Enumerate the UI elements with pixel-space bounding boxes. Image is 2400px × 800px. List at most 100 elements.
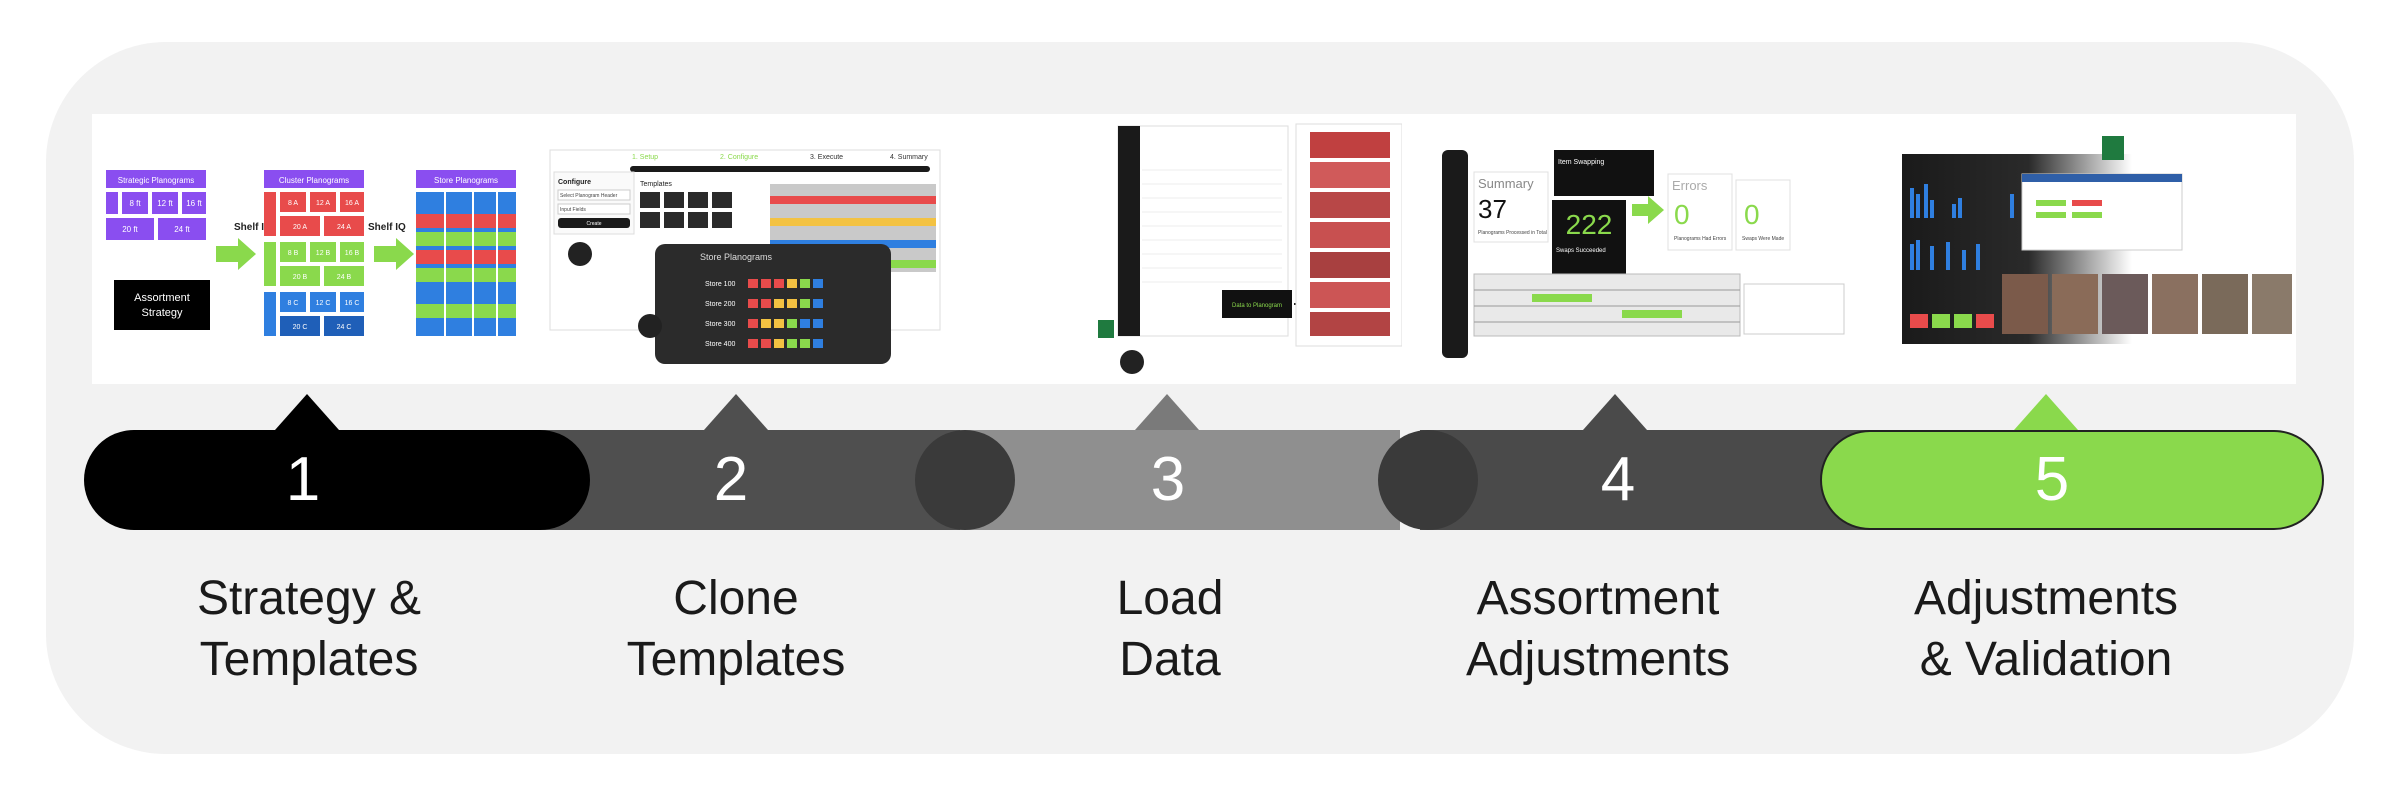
step-4-number: 4 — [1600, 445, 1636, 514]
svg-text:8 ft: 8 ft — [129, 199, 141, 208]
store-planograms-panel — [655, 244, 891, 364]
details-table — [1743, 283, 1845, 335]
step-2-number: 2 — [713, 445, 749, 514]
validation-screenshot — [1902, 136, 2292, 344]
pointer-step-5 — [2014, 394, 2078, 430]
svg-text:24 A: 24 A — [337, 224, 351, 231]
svg-text:222: 222 — [1566, 209, 1613, 240]
strategy-diagram: Strategic Planograms 8 ft 12 ft 16 ft 20… — [106, 170, 516, 336]
data-to-planogram-box — [1222, 290, 1292, 318]
excel-icon — [2102, 136, 2124, 160]
svg-text:8 A: 8 A — [288, 200, 298, 207]
svg-text:16 C: 16 C — [345, 300, 360, 307]
svg-text:1. Setup: 1. Setup — [632, 154, 658, 161]
shelf-iq-logo-icon — [1120, 350, 1144, 374]
thumbnail-clone-templates: 1. Setup 2. Configure 3. Execute 4. Summ… — [540, 114, 950, 384]
svg-text:16 A: 16 A — [345, 200, 359, 207]
svg-text:20 B: 20 B — [293, 274, 308, 281]
step-3-cap — [915, 430, 1015, 530]
svg-text:Store 300: Store 300 — [705, 321, 735, 328]
svg-text:Store Planograms: Store Planograms — [700, 252, 773, 262]
svg-text:Swaps Were Made: Swaps Were Made — [1742, 236, 1784, 242]
clone-wizard-screenshot: 1. Setup 2. Configure 3. Execute 4. Summ… — [549, 149, 941, 364]
arrow-right-icon — [216, 238, 256, 270]
svg-text:16 ft: 16 ft — [186, 199, 202, 208]
svg-text:24 B: 24 B — [337, 274, 352, 281]
svg-text:8 B: 8 B — [288, 250, 299, 257]
svg-text:20 ft: 20 ft — [122, 225, 138, 234]
strategy-label: Strategy — [142, 307, 183, 319]
thumbnail-assortment-adjustments: Summary 37 Planograms Processed in Total… — [1422, 114, 1892, 384]
svg-text:24 ft: 24 ft — [174, 225, 190, 234]
svg-text:Store 200: Store 200 — [705, 301, 735, 308]
assortment-screenshot: Summary 37 Planograms Processed in Total… — [1442, 150, 1845, 358]
store-grid — [416, 192, 516, 336]
step-1-pill — [84, 430, 590, 530]
svg-text:Store 100: Store 100 — [705, 281, 735, 288]
pointer-step-2 — [704, 394, 768, 430]
svg-text:Configure: Configure — [558, 179, 591, 186]
arrow-right-icon — [374, 238, 414, 270]
thumbnail-strategy-templates: Strategic Planograms 8 ft 12 ft 16 ft 20… — [92, 114, 522, 384]
step-1-number: 1 — [285, 445, 321, 514]
step-5-label: Adjustments& Validation — [1913, 572, 2179, 686]
wizard-progress — [630, 166, 930, 172]
svg-text:Store 400: Store 400 — [705, 341, 735, 348]
svg-text:Summary: Summary — [1478, 176, 1534, 191]
spreadsheet-grid — [1142, 169, 1282, 283]
svg-text:12 C: 12 C — [316, 300, 331, 307]
step-3-band — [960, 430, 1400, 530]
load-data-screenshot: Data to Planogram — [1098, 123, 1402, 374]
svg-text:24 C: 24 C — [337, 324, 352, 331]
planogram-thumbnails — [2002, 274, 2292, 334]
svg-text:Input Fields: Input Fields — [560, 207, 586, 213]
cluster-title: Cluster Planograms — [279, 176, 349, 185]
svg-text:20 C: 20 C — [293, 324, 308, 331]
app-sidebar — [1442, 150, 1468, 358]
svg-text:4. Summary: 4. Summary — [890, 154, 928, 161]
svg-text:Planograms Processed in Total: Planograms Processed in Total — [1478, 230, 1547, 236]
pointer-step-1 — [275, 394, 339, 430]
svg-text:12 B: 12 B — [316, 250, 331, 257]
assortment-label: Assortment — [134, 292, 190, 304]
screenshot-strip: Strategic Planograms 8 ft 12 ft 16 ft 20… — [92, 114, 2296, 384]
store-title: Store Planograms — [434, 176, 498, 185]
step-5-pill — [1820, 430, 2324, 530]
store-color-blocks — [748, 279, 823, 348]
svg-text:37: 37 — [1478, 194, 1507, 224]
step-3-number: 3 — [1150, 445, 1186, 514]
svg-text:Swaps Succeeded: Swaps Succeeded — [1556, 248, 1606, 254]
excel-icon — [1098, 320, 1114, 338]
app-sidebar — [1118, 126, 1140, 336]
svg-text:0: 0 — [1674, 199, 1690, 230]
step-1-label: Strategy &Templates — [196, 572, 422, 686]
svg-text:Select Planogram Header: Select Planogram Header — [560, 193, 618, 199]
svg-text:20 A: 20 A — [293, 224, 307, 231]
svg-text:16 B: 16 B — [345, 250, 360, 257]
shelf-iq-label: Shelf IQ — [234, 222, 272, 233]
planogram-shelves — [1473, 273, 1741, 337]
pointer-step-4 — [1583, 394, 1647, 430]
svg-text:Create: Create — [586, 221, 601, 227]
pointer-step-3 — [1135, 394, 1199, 430]
step-4-cap — [1378, 430, 1478, 530]
svg-text:3. Execute: 3. Execute — [810, 154, 843, 161]
planogram-image — [1310, 132, 1390, 336]
svg-text:12 ft: 12 ft — [157, 199, 173, 208]
svg-text:12 A: 12 A — [316, 200, 330, 207]
thumbnail-adjustments-validation — [1902, 114, 2296, 384]
svg-text:Shelf IQ: Shelf IQ — [368, 222, 406, 233]
kpi-tiles — [1910, 314, 1994, 328]
strategic-title: Strategic Planograms — [118, 176, 194, 185]
svg-text:Data to Planogram: Data to Planogram — [1232, 303, 1282, 309]
svg-text:Planograms Had Errors: Planograms Had Errors — [1674, 236, 1727, 242]
arrow-right-icon — [1632, 196, 1664, 224]
shelf-iq-logo-icon — [638, 314, 662, 338]
svg-text:2. Configure: 2. Configure — [720, 154, 758, 161]
svg-text:0: 0 — [1744, 199, 1760, 230]
svg-text:Errors: Errors — [1672, 178, 1708, 193]
step-5-number: 5 — [2034, 445, 2070, 514]
svg-text:8 C: 8 C — [288, 300, 299, 307]
